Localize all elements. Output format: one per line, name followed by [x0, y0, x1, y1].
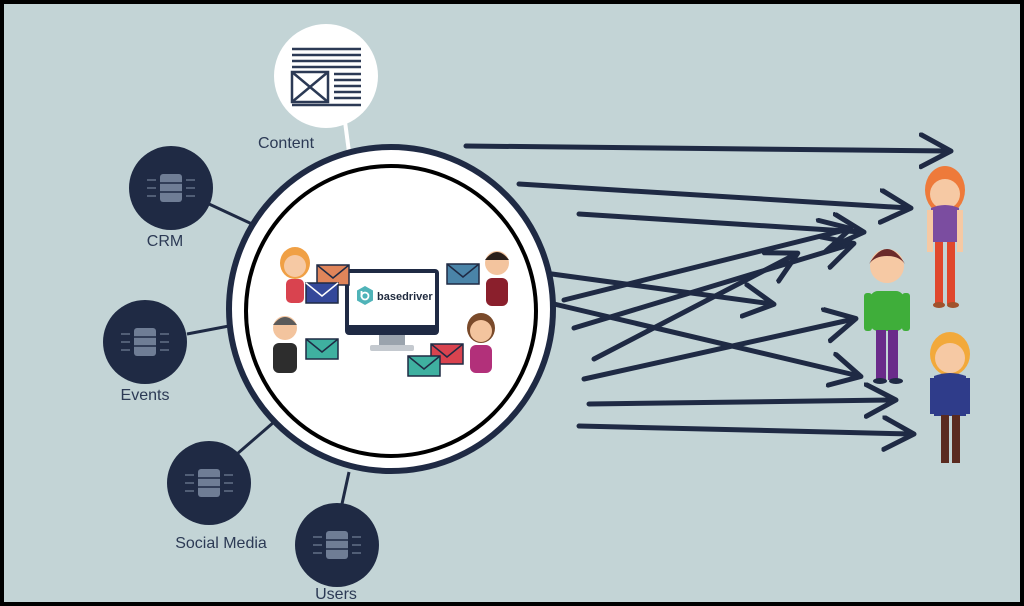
arrow — [549, 271, 772, 304]
envelope-icon — [407, 355, 441, 377]
envelope-icon — [446, 263, 480, 285]
recipient-person-blonde-hair-icon — [930, 332, 970, 463]
hub: basedriver — [226, 144, 556, 474]
hub-person-icon — [485, 251, 509, 306]
source-social-media: Social Media — [167, 441, 267, 552]
crm-label: CRM — [147, 233, 183, 250]
database-icon — [185, 469, 233, 497]
events-connector — [186, 324, 230, 336]
arrow — [551, 301, 859, 376]
arrow — [463, 146, 949, 151]
envelopes — [305, 263, 480, 377]
database-icon — [147, 174, 195, 202]
hub-person-icon — [273, 316, 297, 373]
recipient-person-orange-hair-icon — [925, 166, 965, 308]
envelope-icon — [305, 282, 339, 304]
database-icon — [313, 531, 361, 559]
hub-person-icon — [467, 313, 495, 373]
basedriver-logo: basedriver — [357, 286, 433, 305]
content-node: Content — [258, 24, 378, 152]
arrow — [561, 229, 849, 303]
source-connectors — [186, 98, 351, 505]
social-media-label: Social Media — [175, 535, 267, 552]
crm-connector — [208, 202, 253, 226]
envelope-icon — [316, 264, 350, 286]
newsletter-icon — [290, 47, 361, 107]
content-label: Content — [258, 135, 315, 152]
diagram: Content CRM Events Social Media — [103, 24, 970, 603]
monitor-icon: basedriver — [345, 269, 439, 351]
source-events: Events — [103, 300, 187, 404]
users-label: Users — [315, 586, 357, 603]
arrow — [576, 426, 912, 434]
users-connector — [340, 471, 351, 505]
source-users: Users — [295, 503, 379, 603]
arrow — [581, 319, 854, 382]
arrow — [576, 211, 862, 232]
arrow — [591, 254, 796, 362]
social-connector — [236, 420, 275, 456]
database-icon — [121, 328, 169, 356]
arrow — [586, 400, 894, 404]
hub-person-icon — [280, 247, 310, 303]
events-label: Events — [121, 387, 170, 404]
arrow — [516, 181, 909, 208]
recipient-person-green-shirt-icon — [864, 249, 910, 384]
arrow — [571, 244, 852, 331]
source-crm: CRM — [129, 146, 213, 250]
distribution-arrows — [463, 146, 949, 434]
brand-name: basedriver — [377, 291, 433, 303]
envelope-icon — [305, 338, 339, 360]
